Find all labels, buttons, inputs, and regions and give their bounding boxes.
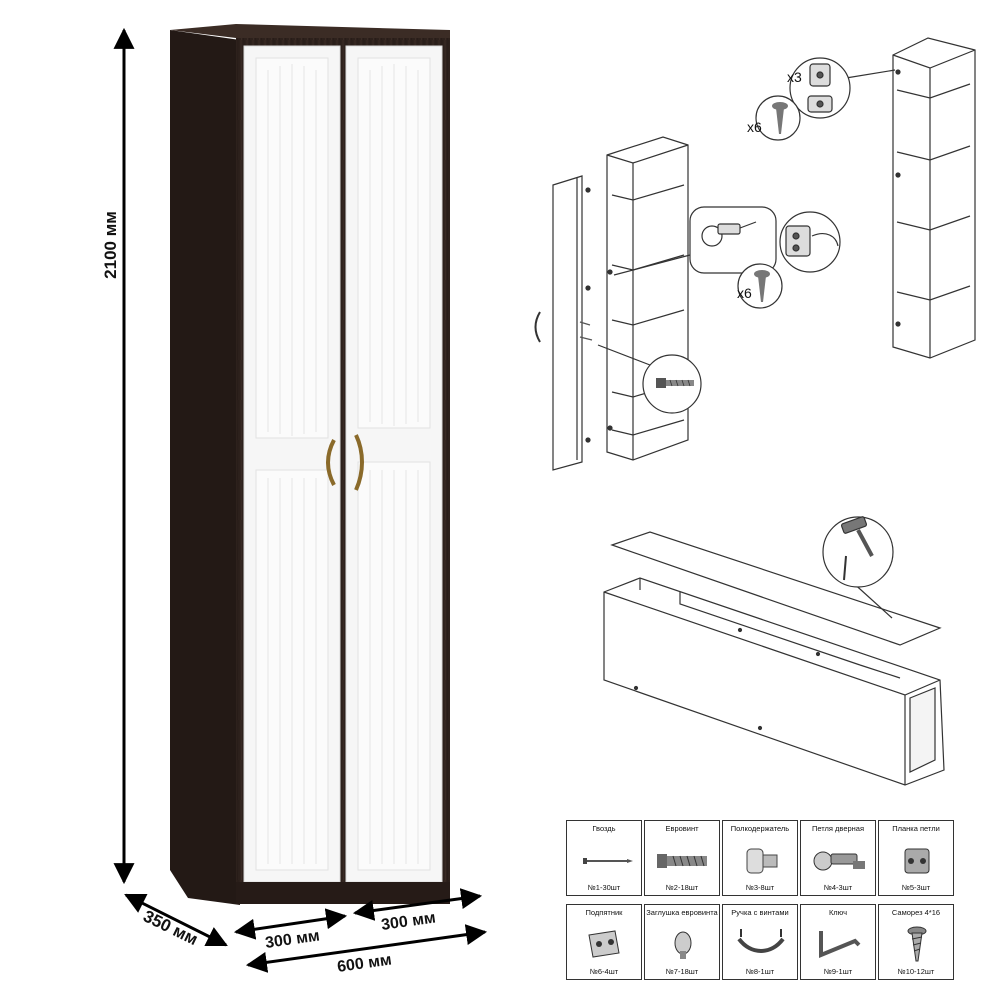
door-panel-drawing xyxy=(552,175,583,471)
left-door-handle xyxy=(326,439,336,486)
hinge-screws-mid-qty: x6 xyxy=(737,285,752,301)
part-cell-screw: Саморез 4*16 №10-12шт xyxy=(878,904,954,980)
part-name: Саморез 4*16 xyxy=(891,908,941,917)
part-count: №2-18шт xyxy=(665,883,699,892)
hinge-detail-icon xyxy=(701,221,757,247)
tall-carcass-drawing xyxy=(892,37,976,359)
width-arrow xyxy=(245,924,488,973)
nail-icon xyxy=(583,858,633,864)
door-right-label: 300 мм xyxy=(380,909,437,933)
hinge-screws-top-qty: x6 xyxy=(747,119,762,135)
door-right-arrow xyxy=(352,888,483,921)
foot-pad-icon xyxy=(588,930,620,958)
door-hinge-icon xyxy=(813,851,865,871)
part-count: №1-30шт xyxy=(587,883,621,892)
eurovint-detail-icon xyxy=(656,378,694,388)
part-count: №4-3шт xyxy=(823,883,853,892)
part-name: Гвоздь xyxy=(592,824,616,833)
hinge-inset-box xyxy=(689,206,777,274)
part-cell-cap: Заглушка евровинта №7-18шт xyxy=(644,904,720,980)
part-cell-shelf-support: Полкодержатель №3-8шт xyxy=(722,820,798,896)
step-tall-carcass xyxy=(755,37,976,359)
part-name: Ручка с винтами xyxy=(731,908,789,917)
part-count: №9-1шт xyxy=(823,967,853,976)
hammer-inset xyxy=(822,516,894,588)
part-name: Евровинт xyxy=(665,824,699,833)
back-panel-drawing xyxy=(610,531,942,646)
part-name: Подпятник xyxy=(585,908,623,917)
step-back-panel xyxy=(603,516,945,786)
hex-key-icon xyxy=(819,931,861,958)
width-label: 600 мм xyxy=(336,951,393,975)
part-name: Ключ xyxy=(828,908,848,917)
part-cell-eurovint: Евровинт №2-18шт xyxy=(644,820,720,896)
screw-mid-icon xyxy=(754,270,770,302)
step-door-mounting xyxy=(534,136,841,471)
part-count: №5-3шт xyxy=(901,883,931,892)
part-cell-handle: Ручка с винтами №8-1шт xyxy=(722,904,798,980)
part-name: Петля дверная xyxy=(811,824,865,833)
wardrobe-illustration xyxy=(170,24,450,905)
depth-arrow xyxy=(124,893,228,947)
part-cell-door-hinge: Петля дверная №4-3шт xyxy=(800,820,876,896)
handle-icon xyxy=(737,929,785,953)
hammer-icon xyxy=(840,516,874,581)
part-cell-hinge-plate: Планка петли №5-3шт xyxy=(878,820,954,896)
part-count: №10-12шт xyxy=(897,967,935,976)
part-cell-foot-pad: Подпятник №6-4шт xyxy=(566,904,642,980)
shelf-support-icon xyxy=(746,848,778,874)
eurovint-icon xyxy=(657,854,707,868)
part-cell-nail: Гвоздь №1-30шт xyxy=(566,820,642,896)
parts-table: Гвоздь №1-30шт Евровинт №2-18шт Полкодер… xyxy=(566,820,956,982)
part-name: Планка петли xyxy=(892,824,940,833)
hinge-plate-detail-icon xyxy=(785,225,839,257)
hinge-plate-top-inset xyxy=(789,57,851,119)
height-label: 2100 мм xyxy=(101,211,120,279)
part-count: №3-8шт xyxy=(745,883,775,892)
part-count: №8-1шт xyxy=(745,967,775,976)
part-cell-hex-key: Ключ №9-1шт xyxy=(800,904,876,980)
door-left-label: 300 мм xyxy=(264,927,321,951)
right-door-handle xyxy=(354,434,364,491)
screw-icon xyxy=(907,926,927,962)
cap-icon xyxy=(674,931,692,959)
part-count: №7-18шт xyxy=(665,967,699,976)
hinge-plate-icon xyxy=(904,848,930,874)
part-count: №6-4шт xyxy=(589,967,619,976)
depth-label: 350 мм xyxy=(140,907,201,950)
screw-top-icon xyxy=(772,102,788,134)
wardrobe-side-panel xyxy=(170,30,240,905)
door-left-arrow xyxy=(233,908,348,940)
part-name: Заглушка евровинта xyxy=(646,908,718,917)
part-name: Полкодержатель xyxy=(730,824,790,833)
hinge-plates-qty: x3 xyxy=(787,69,802,85)
hinge-plate-top-icon xyxy=(807,63,833,113)
